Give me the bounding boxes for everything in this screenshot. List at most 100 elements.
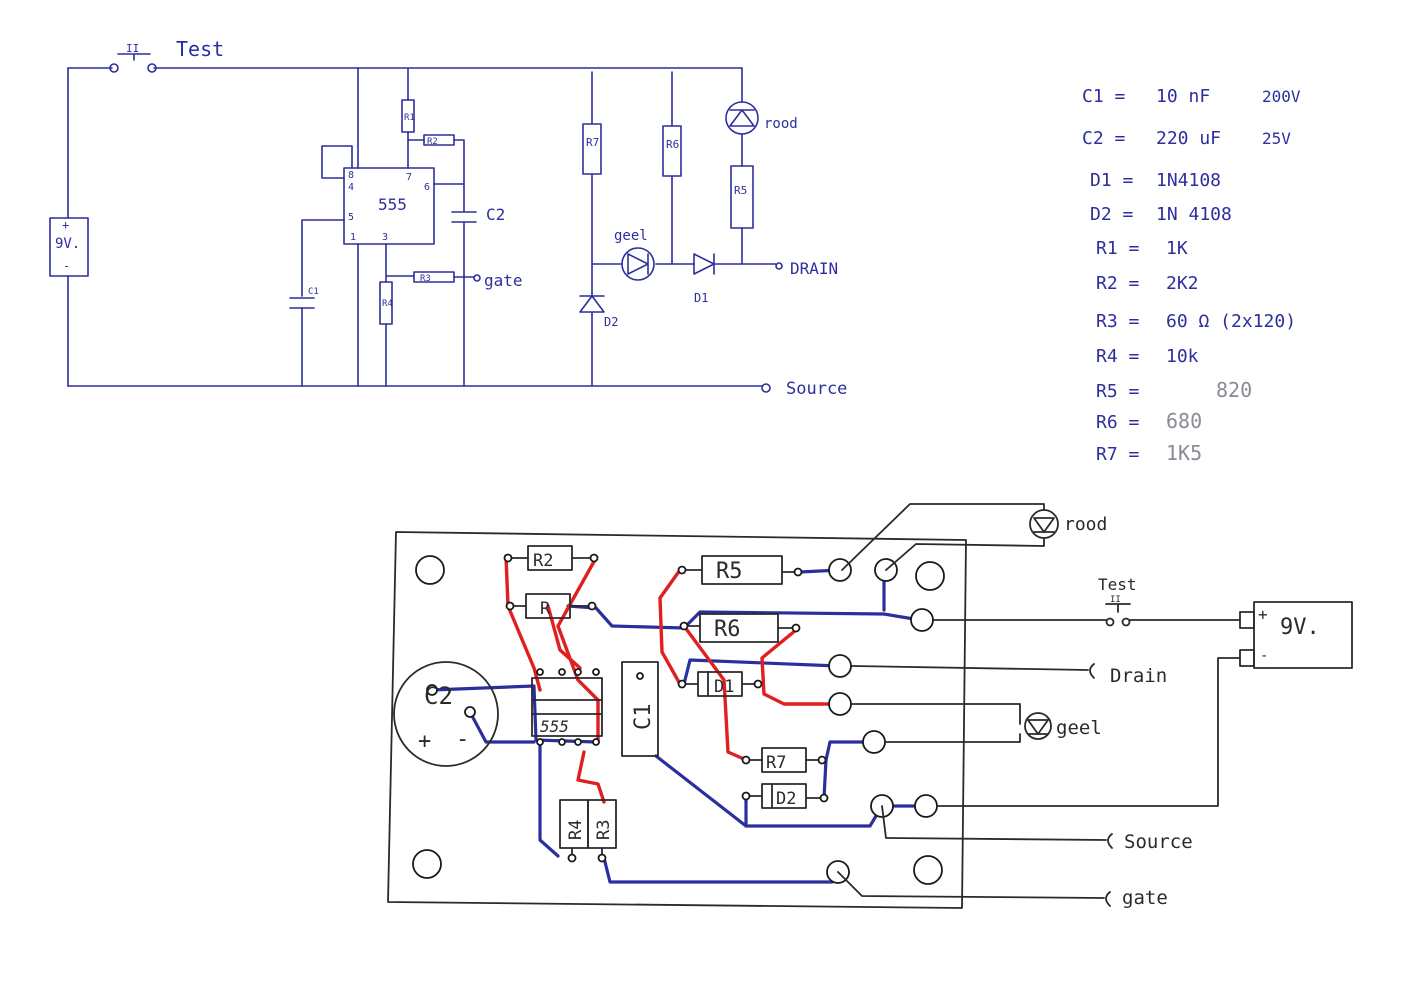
svg-text:R7: R7 (766, 753, 786, 773)
svg-text:R5: R5 (716, 559, 743, 584)
schematic-source-label: Source (786, 379, 847, 399)
schematic-drain-label: DRAIN (790, 259, 838, 278)
mount-hole (412, 849, 442, 879)
parts-list-value: 10k (1166, 346, 1199, 367)
board-gate-label: gate (1122, 887, 1168, 909)
svg-text:8: 8 (348, 170, 354, 181)
svg-text:R3: R3 (594, 820, 614, 840)
board-battery-9v: + - 9V. (1239, 601, 1353, 669)
schematic: II Test + 9V. - R1 R2 8 4 7 6 5 1 3 (49, 37, 847, 399)
board-r6: R6 (679, 613, 801, 643)
svg-text:geel: geel (614, 228, 648, 244)
pad-test (910, 608, 934, 632)
parts-list-name: C2 = (1082, 128, 1126, 149)
svg-text:D2: D2 (776, 789, 796, 809)
board-r2: R2 (503, 545, 599, 571)
svg-text:rood: rood (1064, 514, 1107, 535)
svg-text:6: 6 (424, 182, 430, 193)
schematic-ic-555: 8 4 7 6 5 1 3 555 (321, 145, 435, 245)
svg-text:R4: R4 (566, 820, 586, 840)
battery-label: 9V. (55, 236, 80, 252)
board-led-rood: rood (1029, 509, 1107, 539)
parts-list-value: 820 (1216, 378, 1252, 402)
parts-list-name: R3 = (1096, 311, 1140, 332)
parts-list-value: 220 uF (1156, 128, 1221, 149)
pad-battery-minus (914, 794, 938, 818)
test-label: Test (176, 37, 224, 61)
svg-text:R7: R7 (586, 136, 599, 149)
parts-list-value: 60 Ω (2x120) (1166, 311, 1296, 332)
svg-text:II: II (1110, 595, 1121, 605)
board-c1: C1 (621, 661, 659, 757)
svg-text:D1: D1 (694, 291, 708, 305)
schematic-led-rood: rood (725, 101, 798, 135)
svg-text:D1: D1 (714, 677, 734, 697)
schematic-r7 (582, 123, 602, 175)
parts-list-name: C1 = (1082, 86, 1126, 107)
svg-text:R6: R6 (714, 617, 741, 642)
board-d1: D1 (677, 671, 763, 697)
parts-list-name: R7 = (1096, 444, 1140, 465)
svg-text:C2: C2 (486, 205, 505, 224)
svg-text:C2: C2 (424, 682, 453, 710)
svg-text:9V.: 9V. (1280, 615, 1320, 640)
board-r5: R5 (677, 555, 803, 585)
mount-hole (915, 561, 945, 591)
parts-list-value: 2K2 (1166, 273, 1199, 294)
schematic-ic-label: 555 (378, 195, 407, 214)
schematic-gate-label: gate (484, 271, 523, 290)
parts-list-value: 1N 4108 (1156, 204, 1232, 225)
svg-text:R2: R2 (427, 137, 438, 147)
parts-list-value: 1K (1166, 238, 1188, 259)
parts-list-name: R1 = (1096, 238, 1140, 259)
svg-text:Test: Test (1098, 575, 1137, 594)
parts-list-rating: 200V (1262, 87, 1301, 106)
parts-list-name: D1 = (1090, 170, 1134, 191)
pad-geel-a (828, 692, 852, 716)
board-r4-r3: R4 R3 (559, 799, 617, 863)
parts-list-value: 10 nF (1156, 86, 1210, 107)
schematic-c2: C2 (451, 205, 505, 387)
parts-list-name: D2 = (1090, 204, 1134, 225)
svg-text:3: 3 (382, 232, 388, 243)
svg-text:+: + (62, 218, 69, 232)
schematic-r2 (423, 134, 455, 146)
svg-text:5: 5 (348, 212, 354, 223)
parts-list-value: 1K5 (1166, 441, 1202, 465)
svg-text:1: 1 (350, 232, 356, 243)
board-test-switch: II Test (1098, 575, 1137, 627)
svg-text:R2: R2 (533, 551, 553, 571)
svg-text:4: 4 (348, 182, 354, 193)
board-led-geel: geel (1024, 712, 1102, 740)
parts-list-name: R5 = (1096, 381, 1140, 402)
svg-text:555: 555 (540, 717, 569, 736)
parts-list-name: R6 = (1096, 412, 1140, 433)
test-switch-mark: II (126, 42, 139, 55)
board-outline (387, 531, 967, 909)
schematic-r6 (662, 125, 682, 177)
board-drain-label: Drain (1110, 665, 1167, 687)
parts-list-value: 680 (1166, 409, 1202, 433)
pad-rood-a (828, 558, 852, 582)
svg-text:D2: D2 (604, 315, 618, 329)
svg-text:+: + (418, 729, 431, 754)
svg-text:R6: R6 (666, 138, 679, 151)
board-d2: D2 (741, 783, 829, 809)
svg-text:C1: C1 (308, 287, 319, 297)
svg-text:-: - (456, 727, 469, 752)
schematic-d2: D2 (579, 295, 618, 329)
svg-text:-: - (63, 259, 70, 273)
parts-list-rating: 25V (1262, 129, 1291, 148)
schematic-led-geel: geel (614, 228, 655, 281)
battery-9v: + 9V. - (49, 217, 89, 277)
board-layout: C2 + - R2 R R5 R6 (387, 503, 1353, 909)
svg-text:rood: rood (764, 116, 798, 132)
mount-hole (415, 555, 445, 585)
parts-list-name: R4 = (1096, 346, 1140, 367)
svg-text:R3: R3 (420, 274, 431, 284)
schematic-r5 (730, 165, 754, 229)
test-switch: II Test (109, 37, 224, 73)
board-c2: C2 + - (393, 661, 499, 767)
